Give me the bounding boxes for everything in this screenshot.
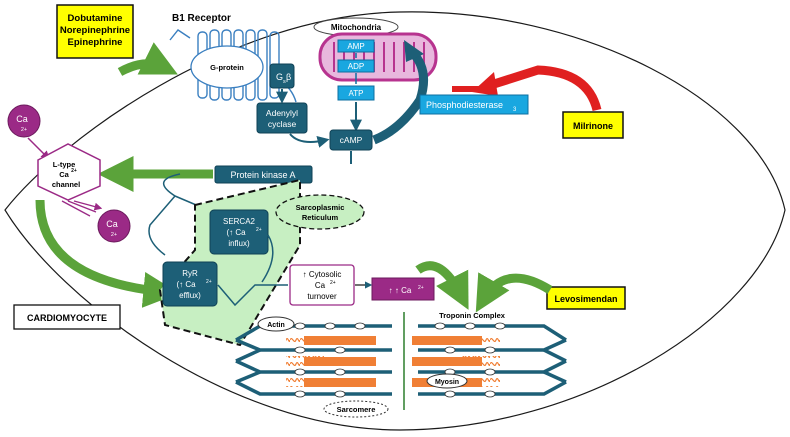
milrinone-box: Milrinone xyxy=(562,111,624,139)
agonist-arrow xyxy=(117,42,178,76)
myosin-label-bubble xyxy=(426,373,468,389)
svg-text:turnover: turnover xyxy=(307,292,337,301)
levosimendan-arrow xyxy=(475,272,553,313)
cytosolic-calcium-box: ↑ Cytosolic Ca 2+ turnover xyxy=(289,264,355,306)
svg-text:2+: 2+ xyxy=(111,232,117,238)
adp-box: ADP xyxy=(337,59,375,73)
phosphodiesterase-box: Phosphodiesterase 3 xyxy=(419,94,529,115)
calcium-entry-arrow xyxy=(27,137,50,160)
sr-to-cytosolic-lines xyxy=(217,234,288,307)
ryr-box: RyR (↑ Ca 2+ efflux) xyxy=(162,261,218,307)
myosin-label: Myosin xyxy=(435,379,459,386)
calcium-to-troponin-arrow xyxy=(415,261,469,310)
svg-text:Phosphodiesterase: Phosphodiesterase xyxy=(426,100,503,110)
norepinephrine-label: Norepinephrine xyxy=(60,25,130,36)
svg-text:L-type: L-type xyxy=(53,160,76,169)
cyclase-to-camp-arrow xyxy=(289,133,330,148)
epinephrine-label: Epinephrine xyxy=(68,37,123,48)
g-protein xyxy=(190,45,264,89)
svg-text:channel: channel xyxy=(52,180,80,189)
actin-label-bubble xyxy=(257,316,295,332)
camp-recycle-arrowhead xyxy=(404,40,424,62)
milrinone-arrow xyxy=(492,65,602,112)
svg-text:Ca: Ca xyxy=(106,219,118,229)
svg-text:2+: 2+ xyxy=(256,227,262,233)
svg-text:influx): influx) xyxy=(228,239,250,248)
levosimendan-label: Levosimendan xyxy=(554,294,617,304)
svg-text:RyR: RyR xyxy=(182,269,198,278)
dobutamine-label: Dobutamine xyxy=(68,13,123,24)
svg-text:s: s xyxy=(283,79,286,85)
amp-box: AMP xyxy=(337,39,375,53)
calcium-influx-arrows xyxy=(61,200,100,217)
svg-text:AMP: AMP xyxy=(347,42,364,51)
sr-label-2: Reticulum xyxy=(302,213,339,222)
atp-box: ATP xyxy=(337,85,375,101)
svg-text:ATP: ATP xyxy=(349,89,364,98)
calcium-ion-inside: Ca 2+ xyxy=(97,209,131,243)
svg-text:Protein kinase A: Protein kinase A xyxy=(230,170,295,180)
svg-text:Ca: Ca xyxy=(16,114,28,124)
camp-box: cAMP xyxy=(329,129,373,151)
channel-to-ryr-arrow xyxy=(35,199,180,308)
gs-beta-box: G s β xyxy=(269,63,295,89)
cardiomyocyte-label-box: CARDIOMYOCYTE xyxy=(13,304,121,330)
beta-agonists-box: Dobutamine Norepinephrine Epinephrine xyxy=(56,4,134,59)
svg-text:Ca: Ca xyxy=(59,170,69,179)
adenylyl-cyclase-box: Adenylyl cyclase xyxy=(256,102,308,134)
svg-text:ADP: ADP xyxy=(348,62,364,71)
svg-text:↑ ↑ Ca: ↑ ↑ Ca xyxy=(389,286,412,295)
milrinone-label: Milrinone xyxy=(573,121,613,131)
sr-label-1: Sarcoplasmic xyxy=(296,203,345,212)
svg-text:(↑ Ca: (↑ Ca xyxy=(176,280,196,289)
calcium-ion-outside: Ca 2+ xyxy=(7,104,41,138)
svg-text:2+: 2+ xyxy=(330,280,336,286)
levosimendan-box: Levosimendan xyxy=(546,286,626,310)
sarcomere-label: Sarcomere xyxy=(337,405,376,414)
serca2-box: SERCA2 (↑ Ca 2+ influx) xyxy=(209,209,269,255)
l-type-calcium-channel: L-type Ca 2+ channel xyxy=(37,143,101,201)
svg-text:efflux): efflux) xyxy=(179,291,201,300)
svg-text:SERCA2: SERCA2 xyxy=(223,217,256,226)
svg-text:G: G xyxy=(276,72,283,82)
svg-text:2+: 2+ xyxy=(206,279,212,285)
svg-text:cyclase: cyclase xyxy=(268,119,297,129)
svg-text:2+: 2+ xyxy=(21,127,27,133)
svg-text:Adenylyl: Adenylyl xyxy=(266,108,298,118)
receptor-title: B1 Receptor xyxy=(172,13,231,24)
mitochondria-label: Mitochondria xyxy=(331,23,382,32)
cardiomyocyte-label: CARDIOMYOCYTE xyxy=(27,313,107,323)
sr-label-bubble xyxy=(275,194,365,230)
protein-kinase-a-box: Protein kinase A xyxy=(214,165,313,184)
actin-label: Actin xyxy=(267,322,285,329)
svg-text:3: 3 xyxy=(513,107,517,113)
inhibition-bar xyxy=(452,86,492,92)
svg-text:↑ Cytosolic: ↑ Cytosolic xyxy=(303,270,342,279)
sarcomere-label-bubble xyxy=(323,400,389,418)
svg-text:Ca: Ca xyxy=(315,281,326,290)
troponin-complexes xyxy=(294,322,506,398)
troponin-label: Troponin Complex xyxy=(439,311,506,320)
svg-text:β: β xyxy=(286,72,291,82)
svg-text:2+: 2+ xyxy=(418,285,424,291)
g-protein-label: G-protein xyxy=(210,63,244,72)
svg-text:(↑ Ca: (↑ Ca xyxy=(226,228,246,237)
svg-text:2+: 2+ xyxy=(71,168,77,174)
myosin-heads xyxy=(286,335,500,387)
calcium-increase-box: ↑ ↑ Ca 2+ xyxy=(371,277,435,301)
svg-text:cAMP: cAMP xyxy=(340,135,363,145)
